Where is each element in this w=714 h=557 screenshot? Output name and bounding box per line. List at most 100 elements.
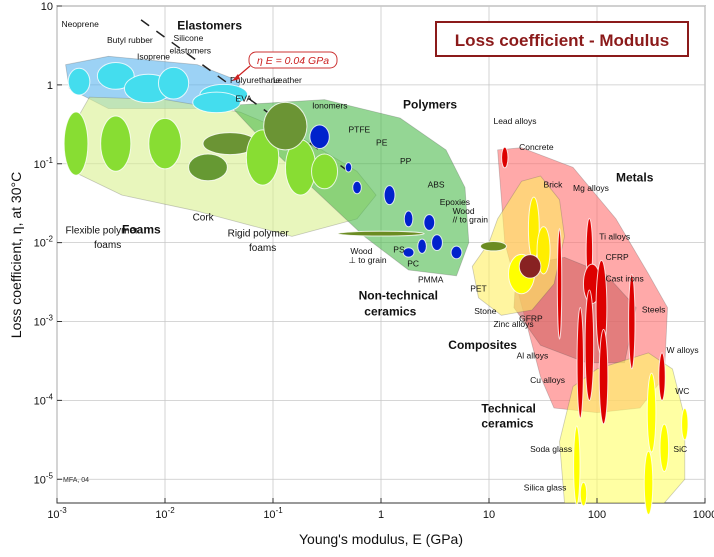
material-label: Wood — [453, 206, 475, 216]
material-label: Silicone — [174, 33, 204, 43]
title-box: Loss coefficient - Modulus — [435, 21, 689, 57]
title-frame — [435, 21, 689, 57]
x-tick-label: 1 — [378, 509, 384, 521]
foam-label: Cork — [193, 213, 215, 224]
y-tick-label: 10-3 — [34, 314, 54, 329]
material-label: // to grain — [453, 214, 489, 224]
material-bubble — [579, 481, 588, 507]
material-bubble — [501, 146, 509, 169]
material-label: elastomers — [169, 45, 211, 55]
material-label: PS — [393, 244, 405, 254]
chart-title: Loss coefficient - Modulus — [455, 31, 669, 50]
family-label: Elastomers — [177, 19, 242, 33]
guide-label: η E = 0.04 GPa — [257, 55, 329, 67]
material-label: Cast irons — [606, 274, 644, 284]
material-label: Ionomers — [312, 101, 347, 111]
material-bubble — [402, 247, 415, 258]
material-bubble — [157, 66, 190, 100]
material-bubble — [96, 61, 135, 90]
material-bubble — [479, 241, 507, 252]
foam-label: Flexible polymer — [66, 226, 139, 237]
family-label: Polymers — [403, 98, 457, 112]
material-label: Al alloys — [517, 350, 549, 360]
material-label: EVA — [236, 93, 253, 103]
material-label: Lead alloys — [493, 116, 536, 126]
material-bubble — [450, 245, 463, 260]
material-label: CFRP — [606, 252, 629, 262]
y-tick-label: 10-2 — [34, 235, 54, 250]
material-bubble — [431, 234, 443, 252]
material-bubble — [658, 352, 666, 401]
material-bubble — [263, 101, 308, 151]
x-axis-label: Young's modulus, E (GPa) — [299, 531, 463, 547]
material-label: Neoprene — [61, 19, 99, 29]
x-tick-label: 10-3 — [47, 506, 67, 521]
material-bubbles — [63, 61, 689, 515]
material-bubble — [188, 153, 228, 182]
material-label: Ti alloys — [599, 231, 630, 241]
material-bubble — [344, 162, 353, 173]
material-label: GFRP — [519, 314, 543, 324]
material-label: PP — [400, 156, 412, 166]
material-label: Wood — [350, 246, 372, 256]
guide-arrowhead — [232, 74, 240, 81]
material-label: Cu alloys — [530, 375, 565, 385]
x-tick-label: 10-1 — [263, 506, 283, 521]
material-bubble — [311, 153, 339, 190]
material-label: Epoxies — [440, 197, 470, 207]
material-bubble — [383, 185, 396, 206]
guide-label-frame — [248, 51, 338, 69]
material-label: WC — [675, 386, 689, 396]
material-label: PE — [376, 138, 388, 148]
material-label: PMMA — [418, 275, 444, 285]
material-label: SiC — [673, 444, 687, 454]
material-label: W alloys — [666, 345, 698, 355]
material-bubble — [403, 210, 414, 228]
material-bubble — [646, 372, 657, 453]
material-bubble — [352, 180, 362, 195]
material-bubble — [67, 67, 91, 96]
credit-text: MFA, 04 — [63, 477, 89, 484]
foam-label: foams — [94, 240, 121, 251]
material-bubble — [63, 111, 89, 176]
material-bubble — [192, 91, 241, 114]
material-label: Mg alloys — [573, 183, 609, 193]
material-bubble — [643, 450, 654, 515]
y-tick-label: 10-4 — [34, 392, 54, 407]
foam-label: Rigid polymer — [228, 228, 290, 239]
y-axis-label: Loss coefficient, η, at 30°C — [8, 172, 24, 338]
family-label: Metals — [616, 170, 654, 184]
guide-label-box: η E = 0.04 GPa — [232, 51, 338, 81]
material-bubble — [148, 117, 182, 170]
material-bubble — [417, 238, 427, 254]
material-label: Stone — [474, 306, 496, 316]
family-label: Technical — [481, 402, 535, 416]
material-bubble — [681, 407, 689, 441]
family-label: Composites — [448, 338, 517, 352]
material-label: Silica glass — [524, 483, 567, 493]
material-bubble — [100, 115, 132, 172]
material-label: ABS — [428, 179, 445, 189]
material-bubble — [584, 289, 595, 401]
family-label: Foams — [122, 223, 161, 237]
material-bubble — [337, 230, 425, 237]
x-tick-label: 10 — [483, 509, 495, 521]
material-label: Zinc alloys — [493, 319, 533, 329]
material-label: PET — [470, 284, 487, 294]
x-tick-label: 10-2 — [155, 506, 175, 521]
y-tick-label: 1 — [47, 80, 53, 92]
family-label: ceramics — [481, 417, 533, 431]
material-label: ⊥ to grain — [348, 255, 386, 265]
material-bubble — [309, 124, 330, 150]
material-bubble — [576, 307, 584, 419]
material-bubble — [573, 425, 581, 506]
material-label: Concrete — [519, 142, 554, 152]
material-bubble — [598, 328, 609, 425]
material-label: Steels — [642, 305, 666, 315]
axis-ticks: 10-310-210-1110100100010110-110-210-310-… — [34, 1, 714, 521]
material-bubble — [628, 273, 636, 370]
material-label: PTFE — [348, 124, 370, 134]
material-label: Polyurethane — [230, 75, 280, 85]
